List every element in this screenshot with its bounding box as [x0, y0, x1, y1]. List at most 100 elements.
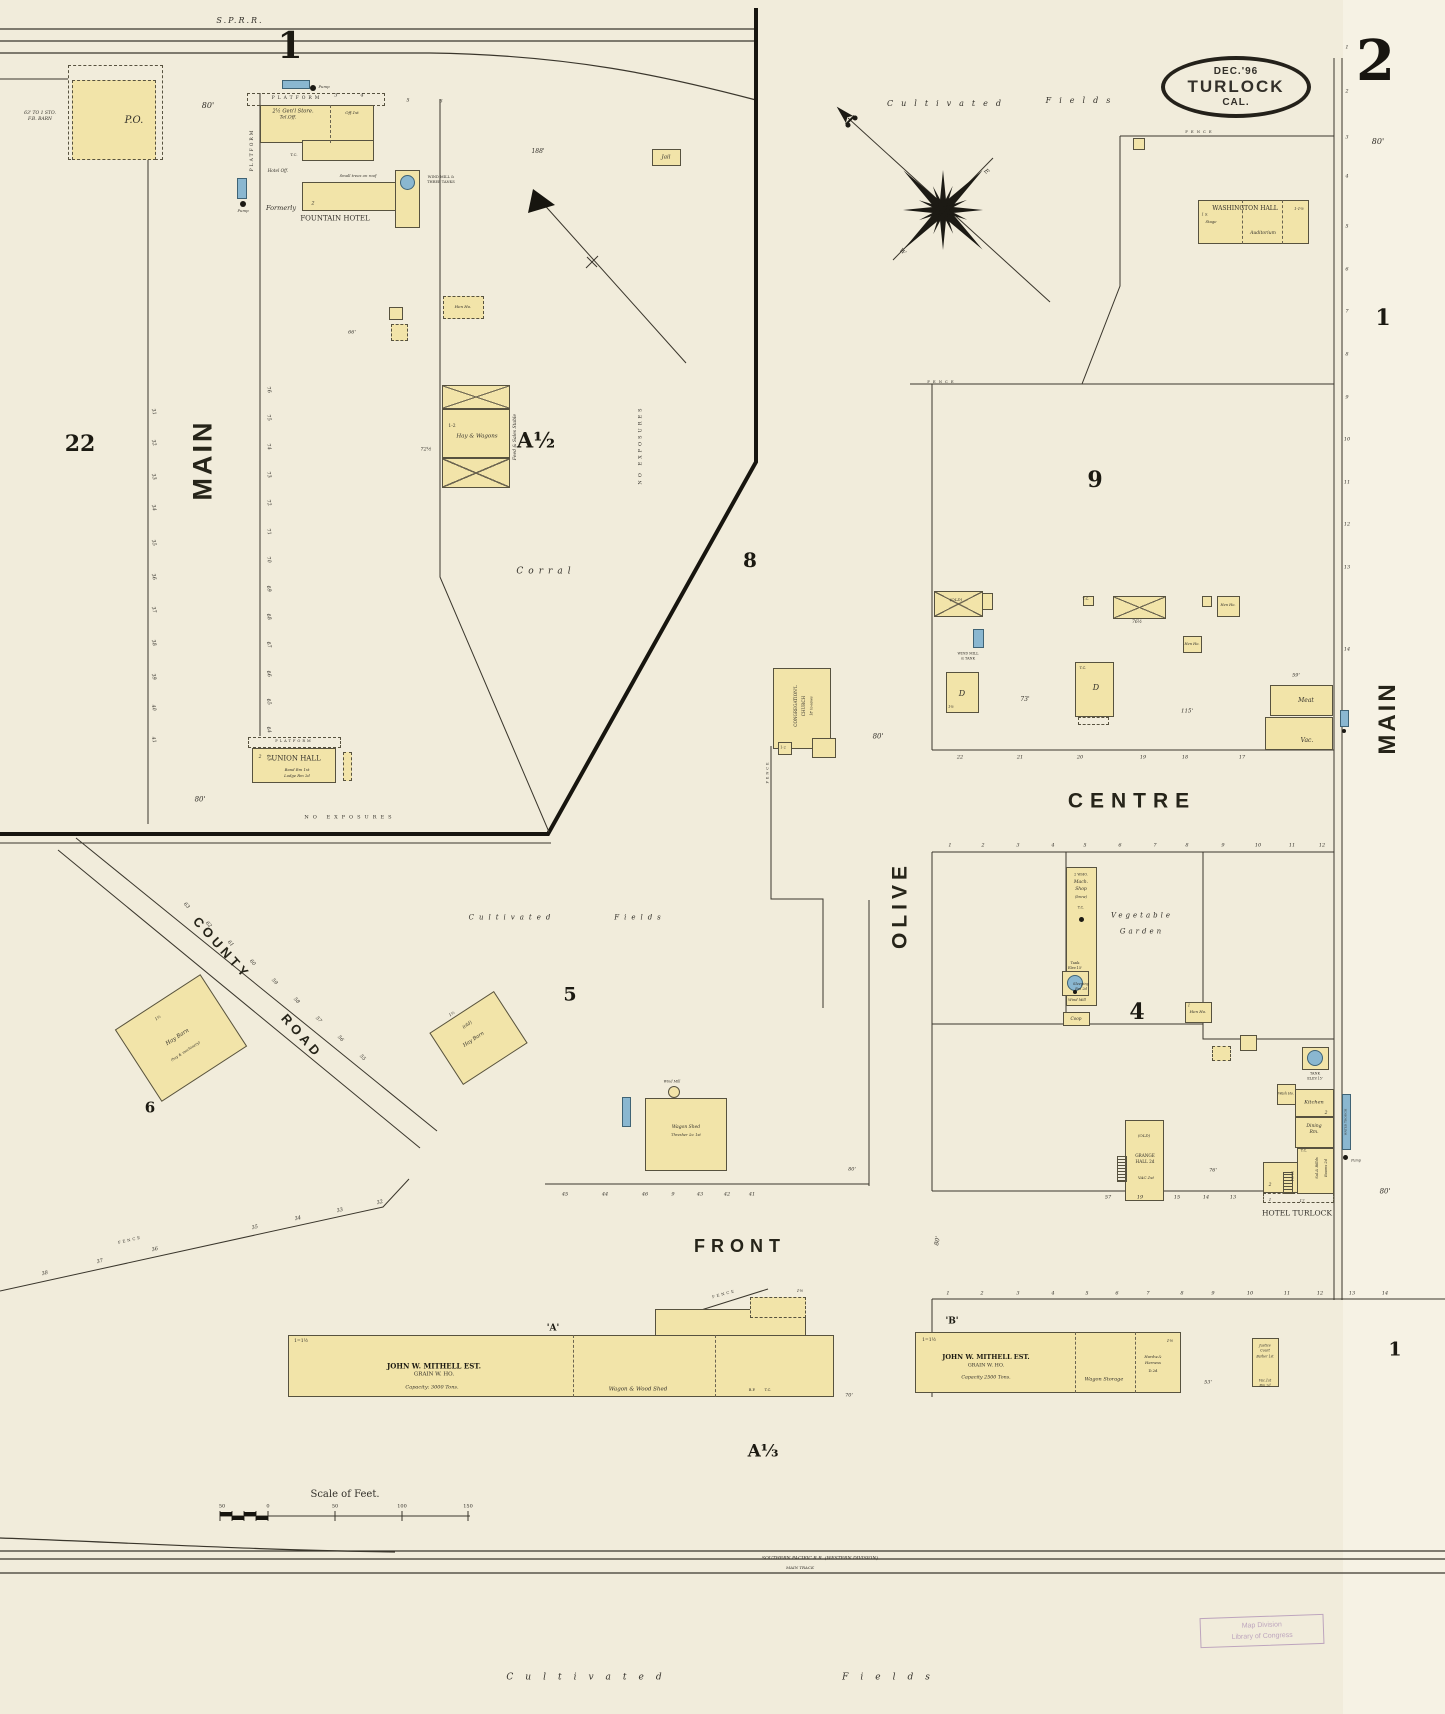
map-label: 6: [439, 98, 443, 105]
map-label: Tel.Off.: [279, 115, 297, 121]
north-arrow-icon: [528, 189, 555, 213]
map-label: 73': [1020, 696, 1030, 703]
old-building: [1113, 596, 1166, 619]
jail-label: Jail: [661, 154, 671, 161]
lot-number: 11: [1288, 842, 1296, 849]
lot-number: 39: [149, 673, 158, 681]
hay-wagons-main: [442, 409, 510, 458]
lot-number: 12: [1318, 842, 1326, 849]
map-label: 63' TO 1 STO.: [24, 110, 56, 116]
congregational-church: [773, 668, 831, 749]
lot-number: 75: [264, 414, 273, 422]
map-label: Hen Ho.: [1220, 603, 1236, 608]
lot-number: 3: [1016, 842, 1020, 849]
lot-number: 17: [1238, 754, 1246, 761]
washington-hall: [1198, 200, 1309, 244]
map-label: 66': [348, 329, 356, 336]
map-label: 2 W.HO.: [1074, 872, 1088, 877]
map-label: Mach.: [1073, 879, 1089, 885]
compass-north-fleur-icon: [836, 106, 858, 128]
hotel-kitchen: [1295, 1089, 1334, 1117]
map-label: Off.1st: [345, 110, 359, 115]
lot-number: 10: [1254, 842, 1262, 849]
map-label: 4: [360, 92, 364, 99]
map-label: T.C.: [290, 152, 298, 158]
tank: [1307, 1050, 1323, 1066]
map-label: 150: [463, 1503, 473, 1510]
map-label: Justice: [1259, 1343, 1271, 1348]
hen-house: [443, 296, 484, 319]
map-label: F.B. BARN: [28, 116, 52, 122]
grange-hall: [1125, 1120, 1164, 1201]
lot-number: 15: [1173, 1194, 1181, 1201]
map-label: Hardw.&: [1144, 1354, 1162, 1360]
map-label: 80': [872, 732, 884, 741]
lot-number: 3: [1345, 134, 1349, 141]
map-label: PLATFORM: [249, 128, 255, 172]
lot-number: 14: [1202, 1194, 1210, 1201]
map-label: CHURCH: [800, 695, 806, 717]
fountain-hotel: [302, 182, 396, 211]
map-label: D: [958, 689, 966, 698]
map-label: Wagon Storage: [1084, 1376, 1124, 1383]
map-label: T.C.: [1077, 905, 1085, 910]
lot-number: 9: [1221, 842, 1225, 849]
map-label: Elev.15': [1067, 966, 1083, 971]
map-label: GRAIN W. HO.: [967, 1362, 1005, 1369]
map-label: FENCE: [765, 760, 770, 784]
map-label: Lodge Rm 2d: [284, 773, 310, 779]
lot-number: 63: [264, 754, 273, 762]
map-label: Capacity: 3000 Tons.: [405, 1384, 459, 1391]
map-label: Fields: [842, 1672, 942, 1683]
map-label: Rm 2d: [1075, 987, 1087, 992]
map-label: Rm 2d: [1259, 1383, 1271, 1388]
vacant-store: [1265, 717, 1333, 750]
lot-number: 1: [946, 1290, 950, 1297]
map-label: Small trees on roof: [339, 173, 377, 179]
block-number: 8: [743, 548, 757, 572]
map-label: 1-2: [448, 423, 456, 429]
map-label: Hotel Off.: [267, 167, 289, 173]
outbuilding: [1083, 596, 1094, 606]
map-label: Stage: [1205, 219, 1217, 225]
map-label: 80': [1379, 1187, 1391, 1196]
lot-number: 2: [980, 1290, 984, 1297]
map-label: Formerly: [265, 203, 297, 212]
stairs-icon: [1283, 1172, 1293, 1194]
outbuilding: [391, 324, 408, 341]
water-trough: [1342, 1094, 1351, 1150]
block-number: 6: [144, 1098, 156, 1117]
lot-number: 3: [1016, 1290, 1020, 1297]
water-trough: [622, 1097, 631, 1127]
building-divider: [573, 1335, 574, 1397]
map-label: Capacity 2500 Tons.: [961, 1375, 1011, 1381]
map-label: Hen Ho.: [1189, 1009, 1207, 1014]
post-office: [72, 80, 156, 160]
lot-number: 69: [264, 585, 273, 593]
meat-market-label: Meat: [1298, 697, 1314, 704]
map-label: 17: [1299, 1198, 1305, 1203]
map-label: GRAIN W. HO.: [413, 1371, 455, 1378]
hen-house: [1185, 1002, 1212, 1023]
lot-number: 11: [1343, 479, 1351, 486]
map-label: 1=1½: [922, 1337, 936, 1343]
map-label: 76': [1209, 1167, 1217, 1174]
lot-number: 9: [1345, 394, 1349, 401]
hotel-porch: [1263, 1193, 1334, 1203]
justice-court: [1252, 1338, 1279, 1387]
lot-number: 9: [671, 1191, 675, 1198]
library-stamp: Map Division Library of Congress: [1199, 1613, 1325, 1649]
water-trough: [1340, 710, 1349, 727]
map-label: Band Rm 1st: [284, 767, 310, 773]
map-label: Pump: [237, 208, 249, 214]
congregational-church-label: CONGREGATION'L: [792, 685, 798, 727]
map-label: Fields: [1045, 96, 1119, 105]
map-label: (brew): [1074, 895, 1088, 900]
lot-number: 21: [1016, 754, 1024, 761]
outbuilding: [1202, 596, 1212, 607]
lot-number: 33: [149, 473, 158, 481]
building-divider: [715, 1335, 716, 1397]
wagon-shed: [645, 1098, 727, 1171]
map-label: Thresher &c 1st: [671, 1133, 701, 1138]
lot-number: 67: [264, 641, 273, 649]
